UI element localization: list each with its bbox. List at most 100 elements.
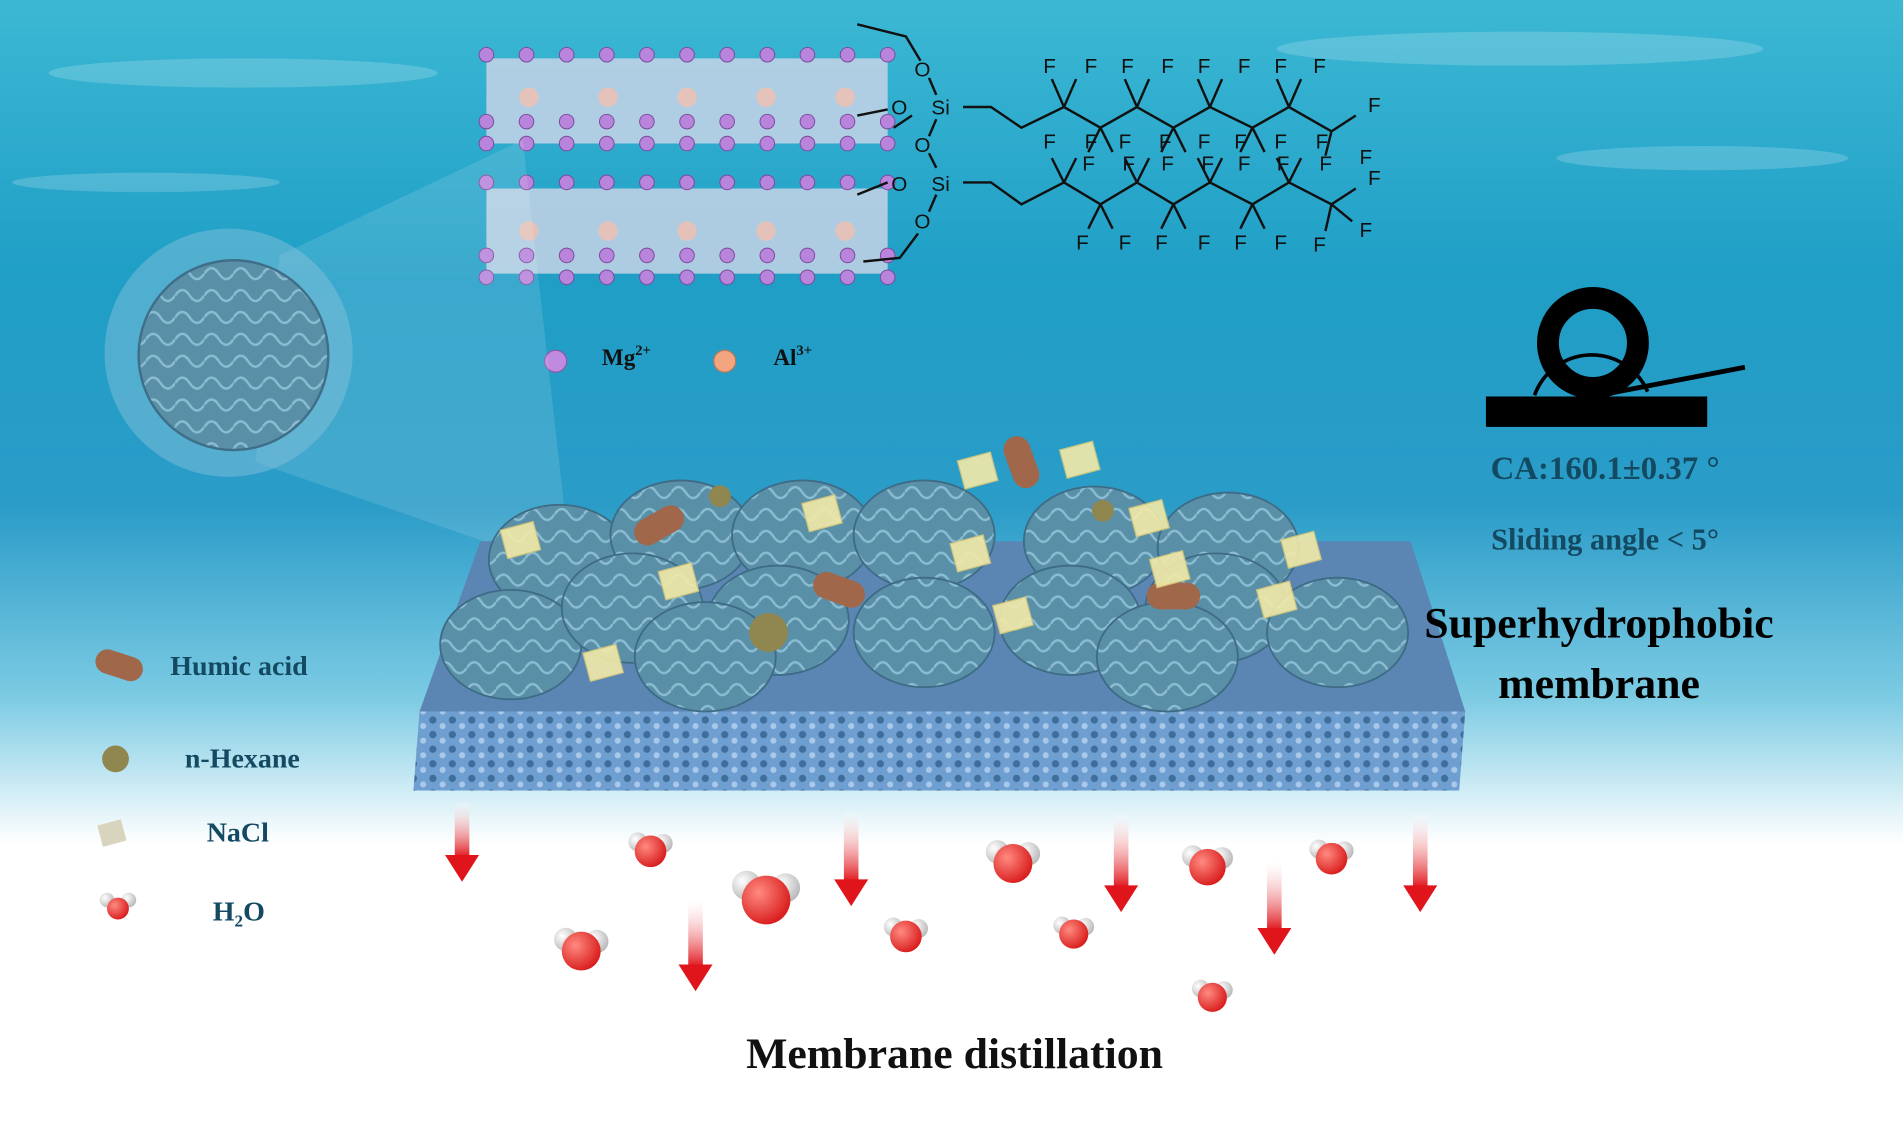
nacl-crystal (1148, 549, 1191, 589)
legend-n-hexane: n-Hexane (185, 743, 300, 774)
mg-atom (759, 46, 776, 63)
mg-atom (598, 46, 615, 63)
mg-atom (759, 113, 776, 130)
mg-ion-charge: 2+ (635, 343, 651, 359)
mg-atom (679, 135, 695, 152)
fluorine-atom: F (1319, 152, 1332, 175)
ldh-flowers (439, 479, 1410, 713)
water-molecule (1191, 979, 1233, 1012)
mg-atom (799, 113, 816, 130)
nacl-crystal (582, 643, 625, 683)
svg-text:Al3+: Al3+ (773, 343, 812, 370)
fluorine-atom: F (1238, 55, 1251, 78)
fluorine-atom: F (1121, 55, 1134, 78)
silicon-atom: Si (931, 96, 949, 119)
ldh-flower (1095, 601, 1239, 713)
fluorine-atom: F (1085, 130, 1098, 153)
legend-humic-acid: Humic acid (170, 651, 308, 682)
nacl-crystal (1128, 498, 1171, 538)
ldh-layer-top (486, 58, 888, 144)
mg-atom (558, 46, 575, 63)
nacl-icon (97, 819, 127, 847)
n-hexane-droplet (1091, 499, 1114, 522)
mg-atom (558, 113, 575, 130)
silicon-atom: Si (931, 173, 949, 196)
mg-atom (719, 113, 735, 130)
fluorine-atom: F (1082, 152, 1095, 175)
caption: Membrane distillation (746, 1030, 1163, 1078)
water-molecule (1309, 839, 1354, 875)
fluorine-atom: F (1122, 152, 1135, 175)
al-ion-label: Al (773, 344, 797, 370)
mg-atom (558, 269, 575, 286)
fluorine-atom: F (1161, 152, 1174, 175)
down-arrow-icon (834, 812, 869, 907)
mg-atom (478, 46, 495, 63)
fluorine-atom: F (1198, 55, 1211, 78)
down-arrow-icon (1403, 814, 1438, 913)
permeate-arrows (445, 802, 1438, 992)
mg-atom (879, 269, 896, 286)
mg-ion-label: Mg (602, 344, 636, 370)
nacl-crystal (956, 451, 999, 490)
pollutant-particles (499, 436, 1323, 683)
fluorine-atom: F (1313, 234, 1326, 257)
mg-atom (759, 174, 776, 191)
nacl-crystal (1255, 580, 1298, 619)
water-molecules (553, 832, 1354, 1012)
mg-atom (799, 174, 816, 191)
mg-atom (639, 247, 655, 264)
fluorine-atom: F (1274, 231, 1287, 254)
nacl-crystal (1058, 440, 1101, 479)
mg-atom (839, 174, 856, 191)
mg-atom (839, 46, 856, 63)
n-hexane-icon (102, 745, 129, 773)
membrane-title-line1: Superhydrophobic (1424, 599, 1773, 647)
nacl-crystal (949, 534, 992, 573)
legend-h2o-sub: 2 (235, 912, 244, 931)
membrane-title-line2: membrane (1498, 660, 1700, 708)
ldh-flower (1266, 576, 1410, 689)
fluorine-atom: F (1201, 152, 1214, 175)
fluorine-atom: F (1085, 55, 1098, 78)
water-molecule (628, 832, 673, 868)
mg-atom (719, 46, 735, 63)
mg-atom (799, 135, 816, 152)
mg-atom (558, 135, 575, 152)
fluorine-atom: F (1277, 152, 1290, 175)
ldh-flower (439, 588, 583, 701)
oxygen-atom: O (914, 134, 930, 157)
mg-atom (719, 135, 735, 152)
nacl-crystal (801, 493, 843, 533)
ldh-flower (633, 601, 777, 713)
mg-atom (518, 113, 535, 130)
mg-atom (558, 247, 575, 264)
water-molecule (732, 870, 801, 925)
humic-acid-icon (95, 649, 143, 682)
water-molecule (985, 840, 1041, 883)
mg-atom (719, 247, 735, 264)
pollutant-legend: Humic acid n-Hexane NaCl H2O (95, 649, 308, 931)
mg-atom (679, 113, 695, 130)
mg-atoms (478, 46, 896, 286)
svg-text:Mg2+: Mg2+ (602, 343, 651, 370)
mg-atom (478, 174, 495, 191)
mg-atom (639, 174, 655, 191)
down-arrow-icon (1104, 814, 1139, 913)
mg-atom (478, 113, 495, 130)
ion-legend: Mg2+ Al3+ (544, 343, 812, 373)
mg-atom (799, 247, 816, 264)
oxygen-atom: O (891, 96, 907, 119)
humic-acid-particle (813, 571, 865, 608)
mg-atom (679, 247, 695, 264)
mg-atom (839, 135, 856, 152)
fluorine-atom: F (1159, 130, 1172, 153)
mg-atom (518, 46, 535, 63)
fluorine-atom: F (1313, 55, 1326, 78)
mg-atom (598, 247, 615, 264)
oxygen-atom: O (914, 59, 930, 82)
mg-atom (518, 174, 535, 191)
mg-atom (879, 113, 896, 130)
mg-atom (598, 135, 615, 152)
